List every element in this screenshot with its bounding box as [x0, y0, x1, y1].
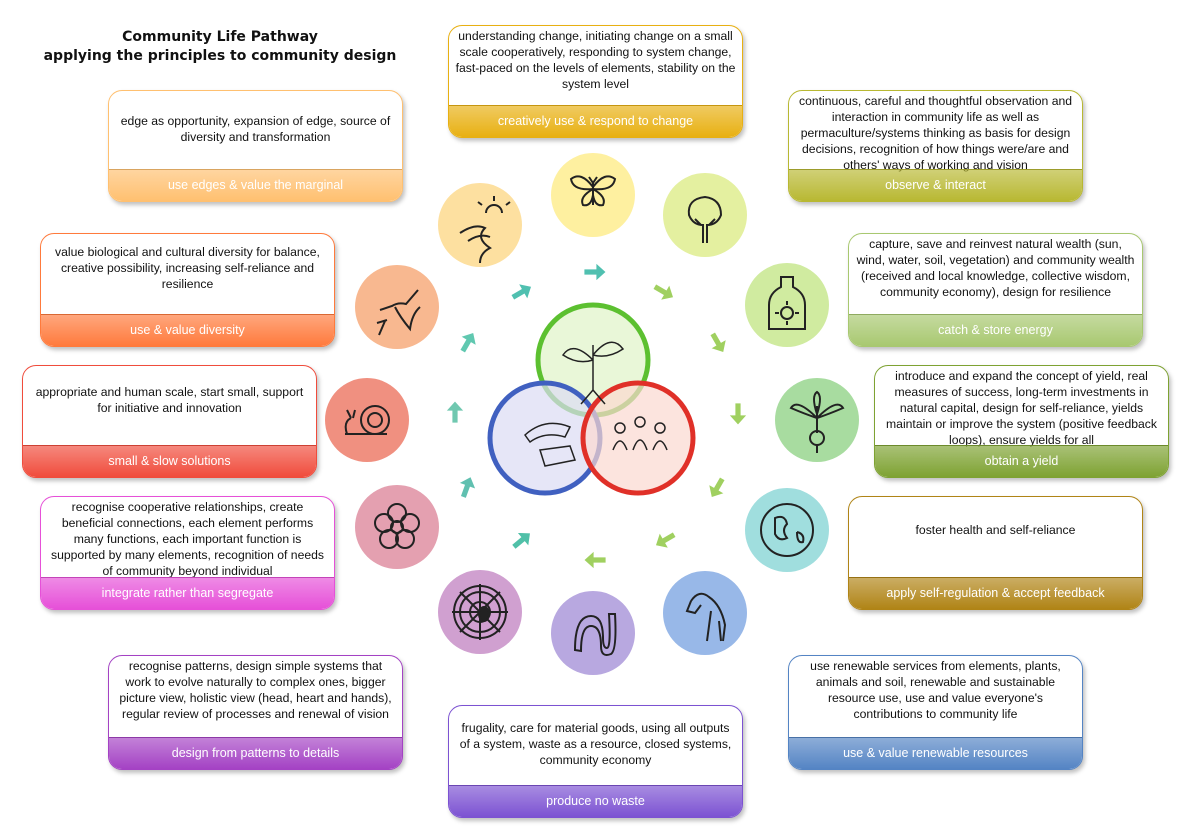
principle-card-observe-interact: continuous, careful and thoughtful obser…: [788, 90, 1083, 202]
principle-card-catch-store-energy: capture, save and reinvest natural wealt…: [848, 233, 1143, 347]
venn-diagram: [487, 302, 696, 496]
principle-card-design-from-patterns-to-details: recognise patterns, design simple system…: [108, 655, 403, 770]
subtitle: applying the principles to community des…: [43, 48, 397, 64]
principle-description: frugality, care for material goods, usin…: [459, 721, 732, 767]
principle-description: recognise cooperative relationships, cre…: [50, 500, 325, 578]
arrow-icon: [582, 262, 608, 282]
principle-circle: [663, 173, 747, 257]
title-line-1: Community Life Pathway: [122, 29, 318, 45]
principle-label: produce no waste: [449, 785, 742, 817]
principle-card-small-slow-solutions: appropriate and human scale, start small…: [22, 365, 317, 478]
tree-icon: [687, 195, 723, 243]
principle-description: understanding change, initiating change …: [455, 29, 736, 91]
flower-icon: [374, 503, 420, 549]
arrow-icon: [445, 399, 465, 425]
globe-icon: [760, 503, 814, 557]
principle-card-obtain-a-yield: introduce and expand the concept of yiel…: [874, 365, 1169, 478]
arrow-icon: [649, 525, 682, 555]
principle-label: apply self-regulation & accept feedback: [849, 577, 1142, 609]
principle-description: foster health and self-reliance: [915, 523, 1076, 537]
principle-label: use & value diversity: [41, 314, 334, 346]
principle-circle: [745, 263, 829, 347]
principle-circle: [325, 378, 409, 462]
principle-description: edge as opportunity, expansion of edge, …: [120, 114, 391, 144]
arrow-icon: [506, 277, 539, 307]
seedling-icon: [561, 341, 625, 405]
arrow-icon: [506, 524, 539, 556]
principle-label: creatively use & respond to change: [449, 105, 742, 137]
principle-circle: [775, 378, 859, 462]
principle-label: small & slow solutions: [23, 445, 316, 477]
diagram-title: Community Life Pathway applying the prin…: [40, 28, 400, 66]
principle-label: obtain a yield: [875, 445, 1168, 477]
principle-label: observe & interact: [789, 169, 1082, 201]
hummingbird-icon: [376, 289, 421, 336]
principle-description: recognise patterns, design simple system…: [119, 659, 392, 721]
principle-label: design from patterns to details: [109, 737, 402, 769]
arrow-icon: [703, 327, 733, 360]
principle-description: use renewable services from elements, pl…: [810, 659, 1061, 721]
principle-description: capture, save and reinvest natural wealt…: [856, 237, 1135, 299]
arrow-icon: [648, 277, 681, 307]
principle-circle: [745, 488, 829, 572]
principle-label: catch & store energy: [849, 314, 1142, 346]
principle-card-apply-self-regulation-accept-feedback: foster health and self-reliance apply se…: [848, 496, 1143, 610]
principle-circle: [438, 570, 522, 654]
beet-icon: [789, 390, 845, 453]
people-icon: [612, 416, 668, 451]
worm-icon: [573, 613, 617, 656]
snail-icon: [344, 405, 390, 435]
arrow-icon: [453, 471, 481, 502]
principle-card-produce-no-waste: frugality, care for material goods, usin…: [448, 705, 743, 818]
principle-card-creatively-use-respond-to-change: understanding change, initiating change …: [448, 25, 743, 138]
principle-description: introduce and expand the concept of yiel…: [886, 369, 1157, 447]
principle-label: integrate rather than segregate: [41, 577, 334, 609]
principle-card-use-edges-value-the-marginal: edge as opportunity, expansion of edge, …: [108, 90, 403, 202]
principle-label: use edges & value the marginal: [109, 169, 402, 201]
arrow-icon: [453, 326, 483, 359]
principle-description: appropriate and human scale, start small…: [35, 385, 304, 415]
arrow-icon: [728, 401, 748, 427]
principle-circle: [551, 591, 635, 675]
principle-description: continuous, careful and thoughtful obser…: [798, 94, 1073, 172]
principle-circle: [663, 571, 747, 655]
venn-circle-people: [580, 380, 696, 496]
principle-description: value biological and cultural diversity …: [55, 245, 320, 291]
principle-circle: [438, 183, 522, 267]
principle-circle: [355, 265, 439, 349]
principle-card-integrate-rather-than-segregate: recognise cooperative relationships, cre…: [40, 496, 335, 610]
arrow-icon: [582, 550, 608, 570]
principle-circle: [355, 485, 439, 569]
principle-card-use-value-diversity: value biological and cultural diversity …: [40, 233, 335, 347]
principle-circle: [551, 153, 635, 237]
sun-bottle-icon: [768, 276, 806, 330]
hands-icon: [524, 422, 576, 467]
principle-card-use-value-renewable-resources: use renewable services from elements, pl…: [788, 655, 1083, 770]
arrow-icon: [702, 472, 732, 505]
butterfly-icon: [569, 175, 617, 207]
horse-icon: [685, 592, 727, 642]
spider-web-icon: [452, 584, 508, 640]
mountain-path-icon: [459, 196, 511, 264]
principle-label: use & value renewable resources: [789, 737, 1082, 769]
